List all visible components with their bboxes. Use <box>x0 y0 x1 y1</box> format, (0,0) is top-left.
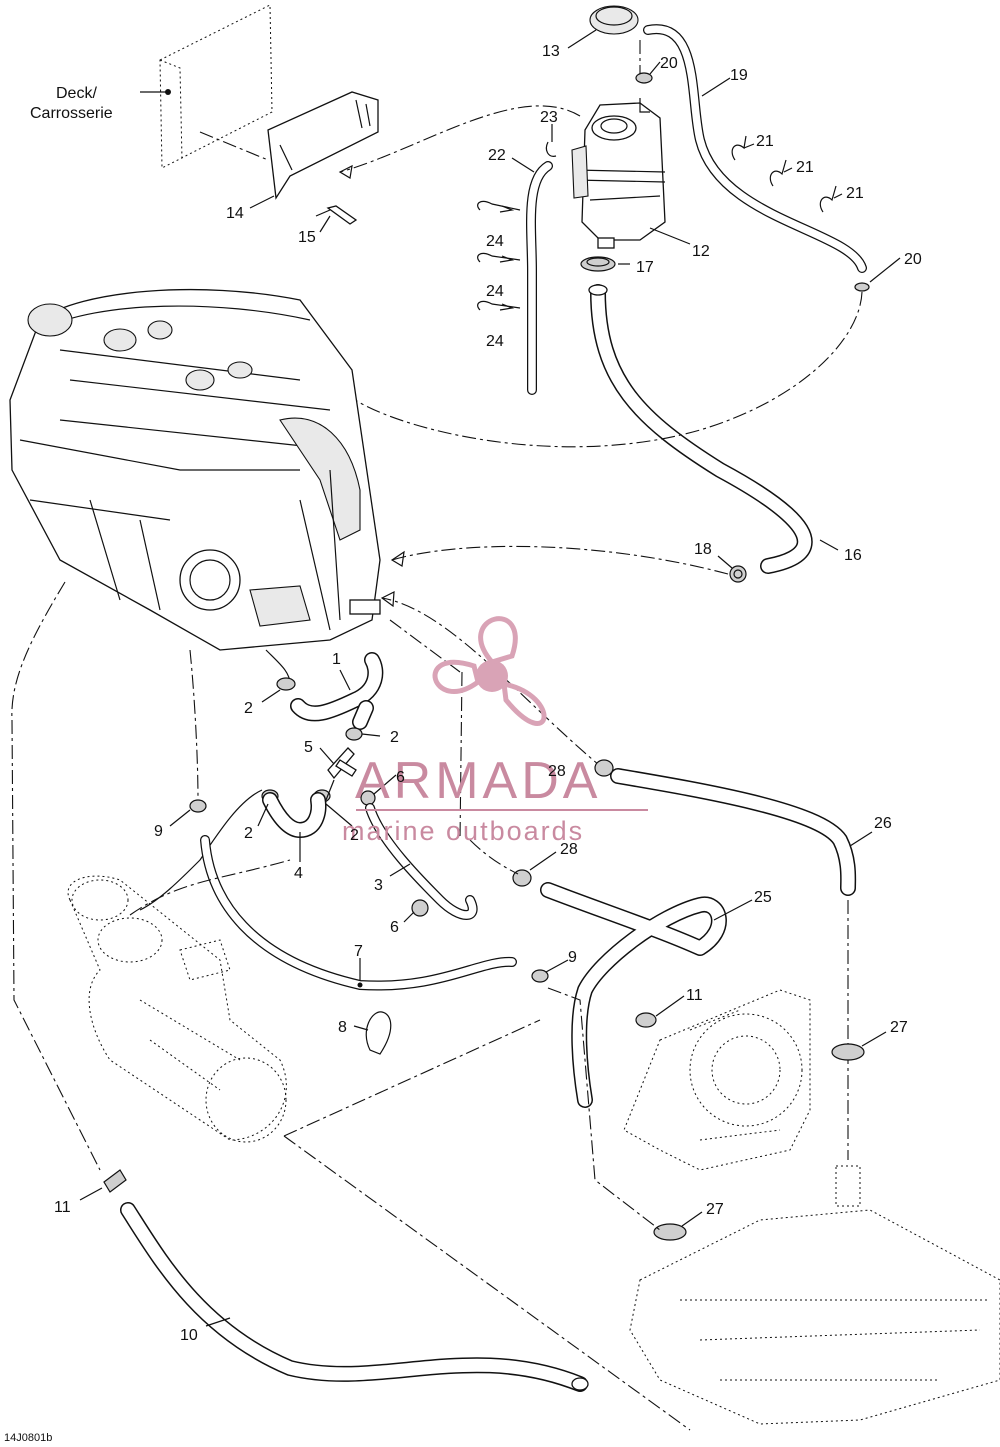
callout-11: 11 <box>54 1199 71 1216</box>
hose-26 <box>610 768 857 1160</box>
callout-17: 17 <box>636 259 654 276</box>
jet-pump-housing <box>623 989 811 1171</box>
callout-14: 14 <box>226 205 244 222</box>
callout-9: 9 <box>154 823 163 840</box>
callout-23: 23 <box>540 109 558 126</box>
clip-21-c <box>819 185 837 213</box>
clamp-17 <box>580 256 616 272</box>
callout-6: 6 <box>396 769 405 786</box>
clamp-20-top <box>635 72 653 84</box>
callout-12: 12 <box>692 243 710 260</box>
clamp-11-b <box>635 1012 657 1028</box>
callout-9: 9 <box>568 949 577 966</box>
callout-2: 2 <box>350 827 359 844</box>
clamp-9-b <box>531 969 549 983</box>
pressure-cap <box>589 5 639 35</box>
callout-1: 1 <box>332 651 341 668</box>
clamp-27-b <box>653 1223 687 1241</box>
hose-22 <box>526 161 553 395</box>
clamp-27-a <box>831 1043 865 1061</box>
deck-label-line2: Carrosserie <box>30 105 113 122</box>
callout-25: 25 <box>754 889 772 906</box>
propeller-logo-icon <box>432 616 547 726</box>
figure-reference: 14J0801b <box>4 1432 52 1444</box>
clamp-20-right <box>351 282 870 448</box>
clip-24-c <box>477 300 521 311</box>
callout-7: 7 <box>354 943 363 960</box>
clip-24-b <box>477 252 521 263</box>
hose-16 <box>588 284 813 574</box>
deck-label-line1: Deck/ <box>56 85 97 102</box>
callout-16: 16 <box>844 547 862 564</box>
callout-5: 5 <box>304 739 313 756</box>
callout-21: 21 <box>846 185 864 202</box>
callout-21: 21 <box>796 159 814 176</box>
callouts: 1 2 2 2 2 3 4 5 6 6 7 8 9 9 10 11 11 12 … <box>54 43 922 1344</box>
hose-7 <box>200 835 517 991</box>
callout-27: 27 <box>890 1019 908 1036</box>
hose-25 <box>540 882 727 1108</box>
callout-13: 13 <box>542 43 560 60</box>
deck-label: Deck/ Carrosserie <box>30 85 113 122</box>
callout-15: 15 <box>298 229 316 246</box>
leader-lines <box>79 29 901 1327</box>
callout-27: 27 <box>706 1201 724 1218</box>
callout-2: 2 <box>244 700 253 717</box>
hose-1 <box>265 649 384 730</box>
callout-20: 20 <box>660 55 678 72</box>
watermark-brand: ARMADA <box>355 752 601 810</box>
callout-4: 4 <box>294 865 303 882</box>
callout-24: 24 <box>486 283 504 300</box>
mounting-bracket <box>199 91 379 200</box>
watermark: ARMADA marine outboards <box>342 616 648 846</box>
clamp-11-a <box>103 1169 127 1193</box>
callout-22: 22 <box>488 147 506 164</box>
clamp-2-a <box>276 677 296 691</box>
clamp-18 <box>729 565 747 583</box>
callout-11: 11 <box>686 987 703 1004</box>
ride-plate <box>629 1165 1000 1425</box>
callout-18: 18 <box>694 541 712 558</box>
callout-21: 21 <box>756 133 774 150</box>
hose-3 <box>365 803 478 920</box>
callout-26: 26 <box>874 815 892 832</box>
engine <box>9 288 381 651</box>
exhaust-muffler <box>67 875 287 1143</box>
callout-10: 10 <box>180 1327 198 1344</box>
push-pin <box>315 205 358 225</box>
hose-10 <box>120 1202 589 1392</box>
watermark-tagline: marine outboards <box>342 816 584 846</box>
clamp-2-b <box>345 727 363 741</box>
hose-4 <box>139 789 327 911</box>
callout-8: 8 <box>338 1019 347 1036</box>
clamp-9-a <box>189 799 207 813</box>
coolant-tank <box>338 98 666 249</box>
clip-21-a <box>731 135 747 161</box>
clamp-28-a <box>594 759 614 777</box>
deck-panel <box>140 4 273 169</box>
callout-24: 24 <box>486 233 504 250</box>
fitting-tee <box>325 747 357 801</box>
callout-2: 2 <box>390 729 399 746</box>
callout-2: 2 <box>244 825 253 842</box>
callout-28: 28 <box>560 841 578 858</box>
clip-21-b <box>769 159 787 187</box>
clamp-6-b <box>411 899 429 917</box>
cable-tie <box>365 1011 392 1055</box>
callout-20: 20 <box>904 251 922 268</box>
callout-28: 28 <box>548 763 566 780</box>
callout-3: 3 <box>374 877 383 894</box>
callout-19: 19 <box>730 67 748 84</box>
clip-24-a <box>477 200 521 213</box>
clip-23 <box>545 141 557 157</box>
callout-24: 24 <box>486 333 504 350</box>
callout-6: 6 <box>390 919 399 936</box>
